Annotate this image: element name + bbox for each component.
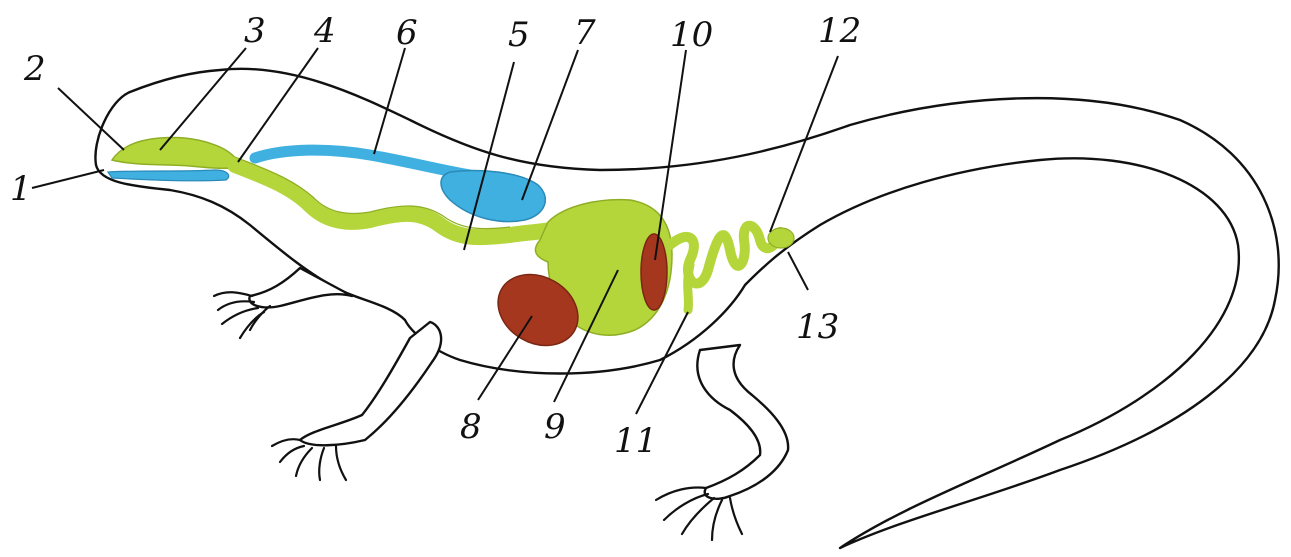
intestine-end <box>768 228 794 248</box>
label-11: 11 <box>614 421 657 461</box>
label-2: 2 <box>23 49 46 89</box>
label-4: 4 <box>313 11 336 51</box>
label-8: 8 <box>460 407 482 447</box>
label-6: 6 <box>396 13 418 53</box>
label-10: 10 <box>670 15 713 55</box>
label-9: 9 <box>544 407 566 447</box>
front-lower-leg <box>300 322 441 445</box>
hind-leg <box>697 345 788 499</box>
label-12: 12 <box>818 11 861 51</box>
label-5: 5 <box>508 15 530 55</box>
label-7: 7 <box>574 13 596 53</box>
gall-organ <box>641 234 667 310</box>
tongue-floor <box>108 170 229 181</box>
leader-1 <box>32 170 104 188</box>
leader-13 <box>788 252 808 290</box>
label-1: 1 <box>10 169 32 209</box>
label-13: 13 <box>796 307 839 347</box>
intestine-loop <box>688 265 690 310</box>
label-3: 3 <box>244 11 266 51</box>
